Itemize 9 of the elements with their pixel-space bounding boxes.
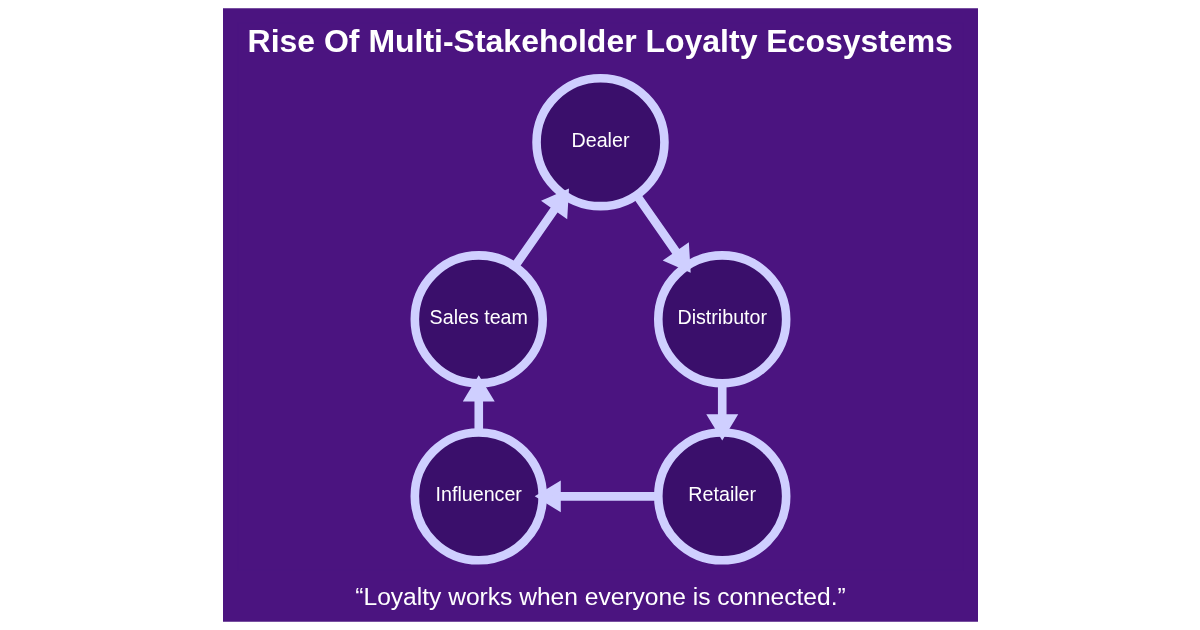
node-circle: Dealer: [531, 74, 669, 211]
caption: “Loyalty works when everyone is connected.”: [354, 582, 846, 610]
node-circle: Sales team: [410, 251, 547, 388]
node-circle: Influencer: [410, 428, 547, 565]
arrow: [534, 480, 658, 513]
diagram-title: Rise Of Multi-Stakeholder Loyalty Ecosystems: [247, 23, 953, 60]
node-circle: Retailer: [653, 428, 790, 565]
arrow: [511, 188, 569, 269]
node-circle: Distributor: [653, 251, 790, 388]
